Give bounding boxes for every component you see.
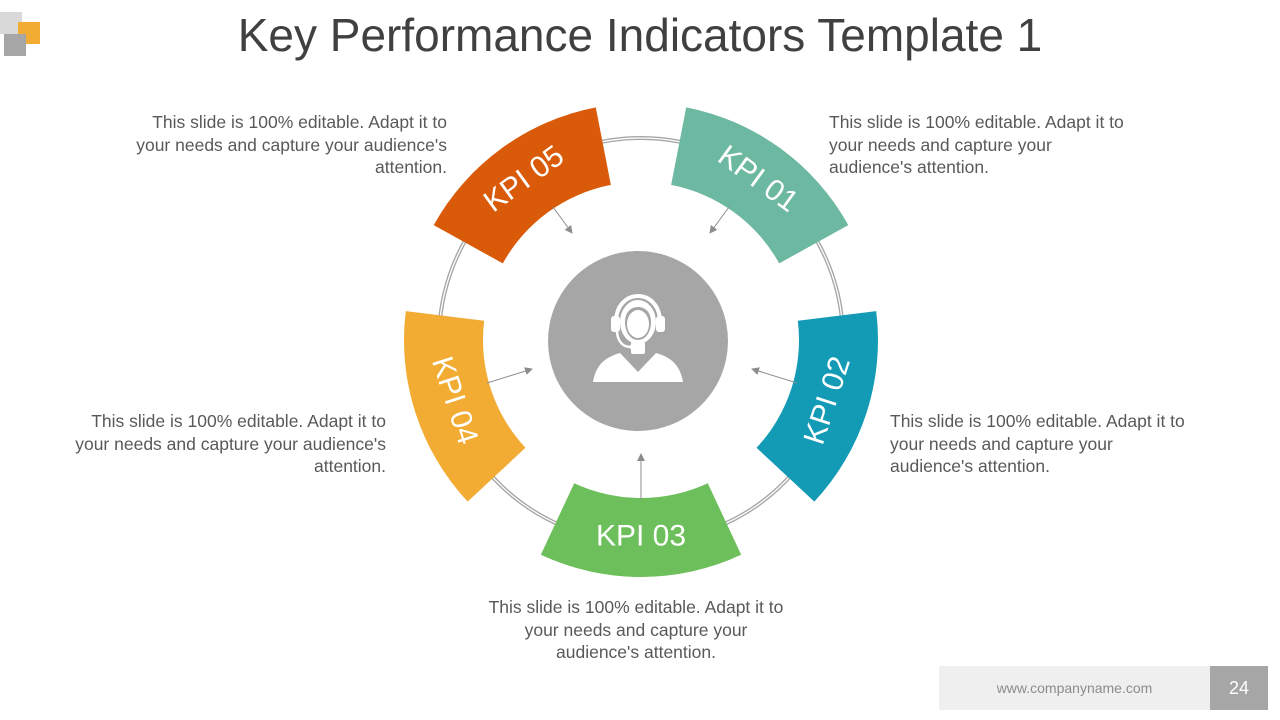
footer-website[interactable]: www.companyname.com [939,666,1210,710]
kpi-description-04: This slide is 100% editable. Adapt it to… [75,411,386,476]
kpi-description-03: This slide is 100% editable. Adapt it to… [488,597,784,662]
customer-support-headset-icon [593,293,683,382]
kpi-label-03: KPI 03 [596,519,686,552]
logo [0,0,48,60]
kpi-segment-03[interactable] [540,483,742,577]
kpi-segment-02[interactable] [756,311,879,502]
arrow-kpi-02 [751,367,798,384]
logo-square-light [0,12,22,34]
kpi-description-05: This slide is 100% editable. Adapt it to… [136,112,447,177]
arrow-kpi-04 [486,367,533,384]
kpi-segment-01[interactable] [671,107,849,264]
kpi-description-02: This slide is 100% editable. Adapt it to… [890,411,1185,476]
kpi-description-01: This slide is 100% editable. Adapt it to… [829,112,1124,177]
kpi-segment-05[interactable] [433,107,611,264]
arrow-kpi-01 [709,206,730,234]
page-title: Key Performance Indicators Template 1 [237,9,1043,61]
kpi-segment-04[interactable] [404,311,526,502]
logo-square-gray [4,34,26,56]
arrow-kpi-05 [552,206,573,234]
footer-page-number: 24 [1210,666,1268,710]
